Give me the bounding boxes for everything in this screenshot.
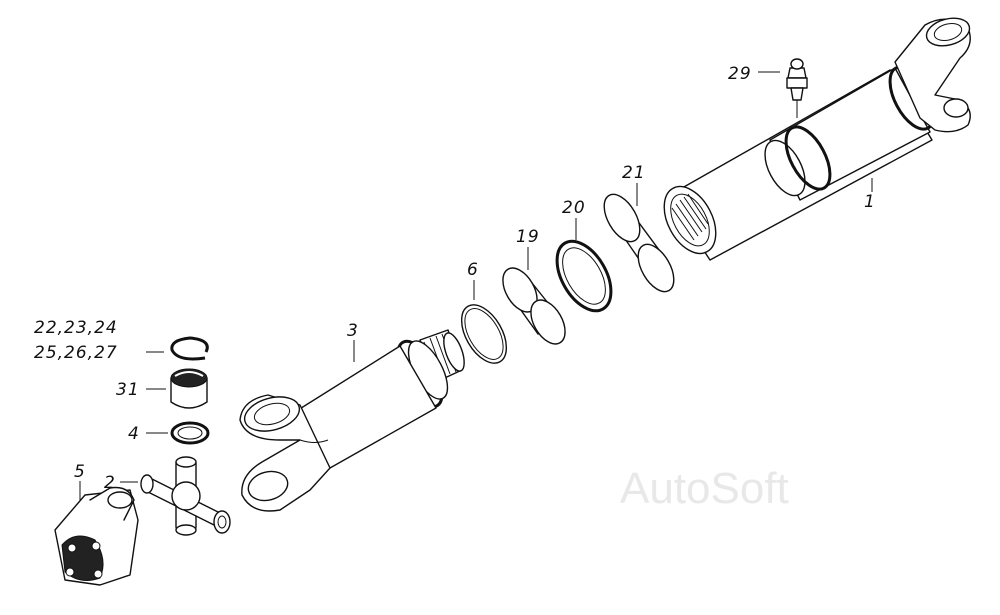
part-4-seal-ring [170,421,210,445]
callout-2: 2 [104,473,116,493]
callout-1: 1 [864,192,876,212]
callout-6: 6 [467,260,479,280]
callout-19: 19 [516,227,540,247]
part-22-27-snap-ring [170,336,209,361]
callout-20: 20 [562,198,586,218]
callout-labels: 29 1 21 20 19 6 3 22,23,24 25,26,27 31 4… [34,64,876,493]
part-5-flange-yoke [54,486,139,586]
callout-4: 4 [128,424,140,444]
part-31-bearing-cup [170,368,208,409]
callout-25-26-27: 25,26,27 [34,343,118,363]
part-2-universal-cross [140,456,231,536]
callout-3: 3 [347,321,359,341]
callout-31: 31 [116,380,140,400]
part-3-splined-shaft [239,329,465,512]
callout-22-23-24: 22,23,24 [34,318,118,338]
part-1-slip-tube [663,17,971,261]
part-6-ring [460,304,508,364]
part-29-grease-fitting [786,58,808,118]
leader-lines [79,71,873,500]
callout-21: 21 [622,163,646,183]
part-20-seal [555,239,613,313]
callout-29: 29 [728,64,752,84]
part-19-sleeve [502,267,566,345]
watermark: AutoSoft [620,464,789,513]
part-21-bushing [603,193,675,293]
callout-5: 5 [74,462,86,482]
